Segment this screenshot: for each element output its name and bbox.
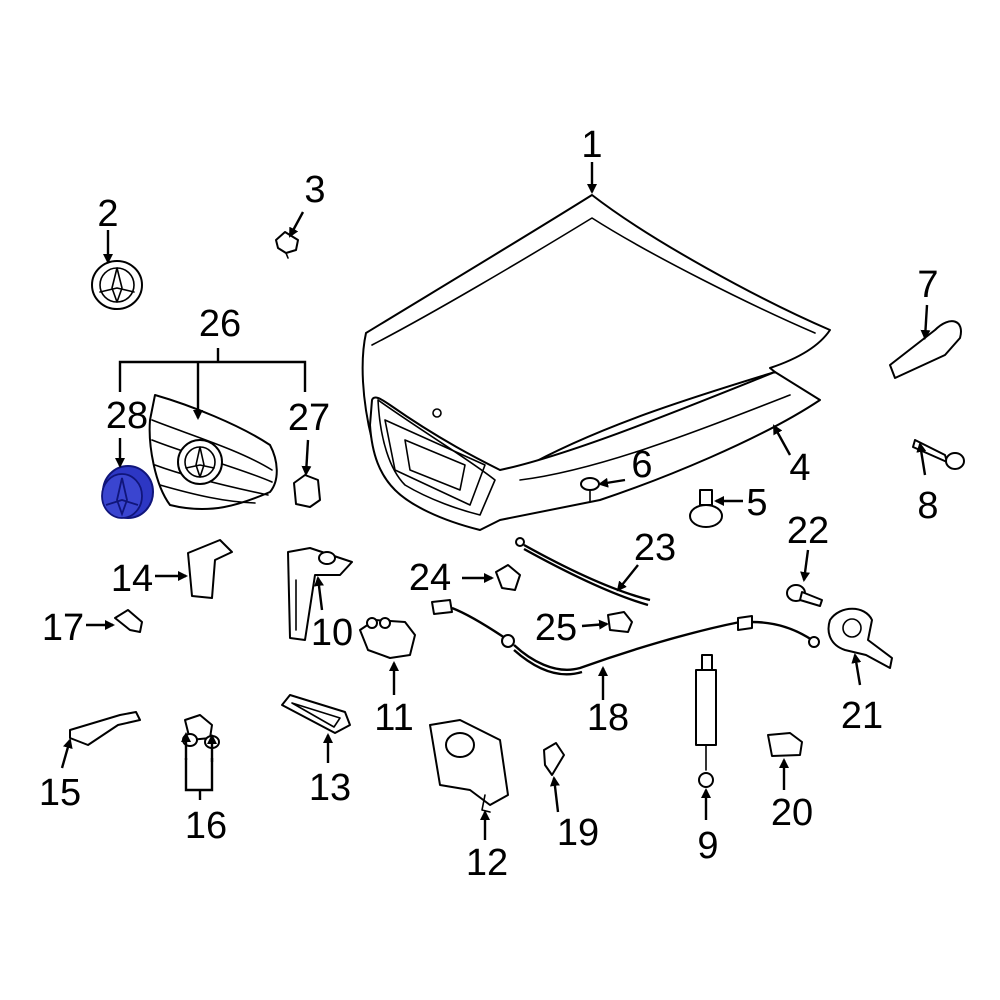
label-15: 15 — [39, 772, 81, 814]
label-27: 27 — [288, 397, 330, 439]
label-20: 20 — [771, 792, 813, 834]
label-21: 21 — [841, 695, 883, 737]
label-10: 10 — [311, 612, 353, 654]
label-18: 18 — [587, 697, 629, 739]
label-28: 28 — [106, 395, 148, 437]
label-2: 2 — [97, 193, 118, 235]
callout-leaders — [60, 162, 931, 840]
label-16: 16 — [185, 805, 227, 847]
stop-part-20[interactable] — [767, 732, 803, 757]
release-cable-part-18[interactable] — [431, 599, 820, 676]
grille-assembly[interactable] — [148, 394, 278, 511]
label-5: 5 — [746, 482, 767, 524]
emblem-part[interactable] — [91, 260, 143, 310]
hinge-bracket-part-11[interactable] — [359, 617, 416, 659]
label-11: 11 — [374, 697, 413, 739]
callout-labels: 1 2 3 4 5 6 7 8 9 10 11 12 13 14 15 16 1… — [39, 124, 939, 884]
label-8: 8 — [917, 485, 938, 527]
label-19: 19 — [557, 812, 599, 854]
bracket-part-15[interactable] — [69, 711, 141, 746]
bolt-part-8[interactable] — [912, 439, 965, 470]
grommets-part-16[interactable] — [182, 714, 220, 749]
latch-part-12[interactable] — [429, 719, 509, 813]
seal-part-7[interactable] — [889, 320, 962, 379]
label-12: 12 — [466, 842, 508, 884]
label-9: 9 — [697, 825, 718, 867]
label-3: 3 — [304, 169, 325, 211]
label-25: 25 — [535, 607, 577, 649]
bracket-part-14[interactable] — [187, 539, 233, 599]
label-4: 4 — [789, 447, 810, 489]
label-13: 13 — [309, 767, 351, 809]
release-handle-part-21[interactable] — [827, 607, 893, 669]
label-26: 26 — [199, 303, 241, 345]
hinge-part-10[interactable] — [287, 547, 353, 641]
clip-part-24[interactable] — [495, 564, 521, 591]
label-6: 6 — [631, 444, 652, 486]
label-7: 7 — [917, 264, 938, 306]
clip-part-19[interactable] — [543, 742, 565, 776]
label-24: 24 — [409, 557, 451, 599]
label-23: 23 — [634, 527, 676, 569]
clip-part-17[interactable] — [114, 609, 143, 633]
bushing-part-25[interactable] — [607, 611, 633, 633]
hood-inner-frame[interactable] — [369, 371, 821, 531]
rod-part-23[interactable] — [515, 537, 651, 607]
label-17: 17 — [42, 607, 84, 649]
gas-strut-part-9[interactable] — [695, 654, 717, 788]
label-14: 14 — [111, 558, 153, 600]
bolt-part-22[interactable] — [786, 584, 823, 607]
clip-part-3[interactable] — [275, 231, 299, 259]
bumper-stop-part-5[interactable] — [689, 489, 723, 528]
label-1: 1 — [581, 124, 602, 166]
grille-clip-27[interactable] — [293, 474, 321, 508]
label-22: 22 — [787, 510, 829, 552]
emblem-28-highlighted[interactable] — [101, 465, 154, 519]
tray-part-13[interactable] — [281, 694, 351, 734]
